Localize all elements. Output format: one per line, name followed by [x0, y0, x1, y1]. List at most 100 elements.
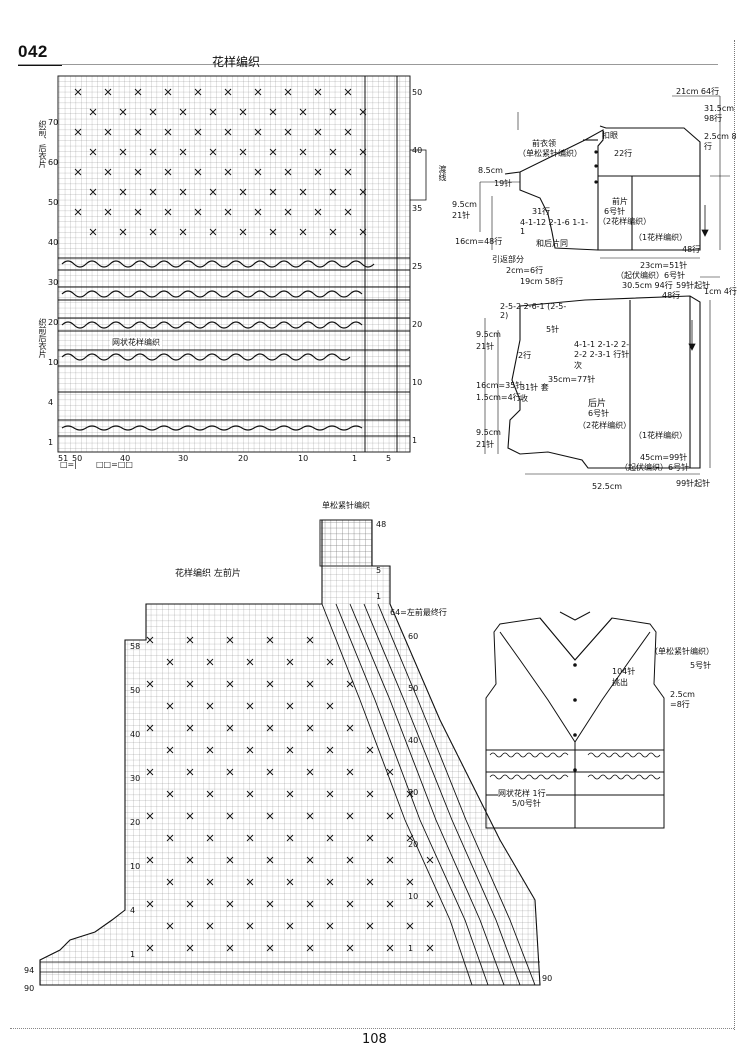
cable-cross-mark [179, 228, 187, 236]
cable-cross-mark [346, 900, 354, 908]
cable-cross-mark [266, 680, 274, 688]
back-rows-48: 48行 [662, 291, 681, 300]
vest-pickup: 104针 挑出 [612, 667, 636, 687]
front-side-decrease: 31行 [532, 207, 551, 216]
cable-cross-mark [246, 702, 254, 710]
cable-cross-mark [166, 702, 174, 710]
back-rows-2: 2行 [518, 351, 532, 360]
col-number: 40 [120, 454, 131, 463]
cable-cross-mark [149, 108, 157, 116]
front-shoulder-d: 21针 [452, 211, 471, 220]
front-side-seq: 4-1-12 2-1-6 1-1-1 [520, 218, 589, 236]
cable-cross-mark [164, 168, 172, 176]
cable-cross-mark [284, 208, 292, 216]
cable-cross-mark [329, 108, 337, 116]
cable-cross-mark [426, 856, 434, 864]
cable-cross-mark [74, 128, 82, 136]
front-hem-rows: 48行 [682, 245, 701, 254]
back-neck-b: 21针 [476, 342, 495, 351]
cable-cross-mark [226, 812, 234, 820]
back-top-len: 2cm=6行 [506, 266, 544, 275]
cable-cross-mark [386, 856, 394, 864]
cable-cross-mark [224, 168, 232, 176]
footer-rule [10, 1028, 734, 1029]
top-chart-title: 花样编织 [212, 55, 261, 69]
cable-cross-mark [299, 148, 307, 156]
cable-cross-mark [326, 790, 334, 798]
cable-cross-mark [104, 168, 112, 176]
cable-cross-mark [246, 922, 254, 930]
cable-cross-mark [246, 746, 254, 754]
cable-cross-mark [74, 168, 82, 176]
cable-cross-mark [179, 188, 187, 196]
cable-cross-mark [314, 88, 322, 96]
cable-cross-mark [226, 724, 234, 732]
cable-cross-mark [306, 768, 314, 776]
cable-cross-mark [104, 208, 112, 216]
top-chart-left-label-a: 织前、后衣片 [38, 120, 47, 168]
col-number: 1 [352, 454, 358, 463]
cable-cross-mark [146, 900, 154, 908]
back-side-seq: 2-5-2 2-6-1 (2-5-2) [500, 302, 567, 320]
back-hem-a: 9.5cm [476, 428, 501, 437]
front-cast-on-count: 59针起针 [676, 281, 711, 290]
back-needle: 6号针 [588, 409, 610, 418]
cable-cross-mark [149, 148, 157, 156]
front-needle: 6号针 [604, 207, 626, 216]
row-number: 20 [412, 320, 423, 329]
back-pattern-a: （2花样编织） [578, 421, 632, 430]
cable-cross-mark [166, 878, 174, 886]
cable-cross-mark [149, 228, 157, 236]
front-edge-note: 和后片同 [536, 239, 568, 248]
cable-cross-mark [89, 108, 97, 116]
cable-cross-mark [314, 208, 322, 216]
cable-cross-mark [269, 188, 277, 196]
cable-cross-mark [226, 900, 234, 908]
front-len-b: 2.5cm 8行 [704, 132, 737, 151]
cable-cross-mark [186, 856, 194, 864]
cable-cross-mark [306, 812, 314, 820]
back-len-total: 19cm 58行 [520, 277, 564, 286]
cable-cross-mark [254, 128, 262, 136]
cable-cross-mark [314, 168, 322, 176]
row-number: 50 [408, 684, 419, 693]
cable-cross-mark [254, 168, 262, 176]
vest-rib-needle: 5号针 [690, 661, 712, 670]
cable-cross-mark [406, 834, 414, 842]
cable-cross-mark [226, 636, 234, 644]
cable-cross-mark [146, 856, 154, 864]
pattern-number-underline [18, 64, 62, 66]
cable-cross-mark [146, 680, 154, 688]
cable-cross-mark [119, 188, 127, 196]
cable-cross-mark [164, 88, 172, 96]
cable-cross-mark [166, 746, 174, 754]
cable-cross-mark [186, 812, 194, 820]
col-number: 10 [298, 454, 309, 463]
cable-cross-mark [359, 228, 367, 236]
back-pattern-b: （1花样编织） [634, 431, 688, 440]
back-bottom-b: 1.5cm=4行 [476, 393, 521, 402]
legend-item-1: □=| [60, 460, 77, 469]
cable-cross-mark [206, 834, 214, 842]
row-number: 10 [130, 862, 141, 871]
front-neck-rows: 21cm 64行 [676, 87, 720, 96]
cable-cross-mark [329, 148, 337, 156]
cable-cross-mark [246, 790, 254, 798]
page-edge [734, 40, 739, 1030]
cable-cross-mark [286, 834, 294, 842]
vest-mesh-needle: 5/0号针 [512, 798, 541, 809]
front-cast-on: （起伏编织）6号针 [616, 271, 686, 280]
cable-cross-mark [194, 168, 202, 176]
front-shoulder-c: 9.5cm [452, 200, 477, 209]
cable-cross-mark [266, 636, 274, 644]
cable-cross-mark [269, 228, 277, 236]
bottom-row-94: 94 [24, 966, 35, 975]
cable-cross-mark [344, 208, 352, 216]
cable-cross-mark [306, 724, 314, 732]
cable-cross-mark [146, 944, 154, 952]
row-number: 10 [408, 892, 419, 901]
cable-cross-mark [326, 878, 334, 886]
cable-cross-mark [206, 746, 214, 754]
cable-cross-mark [206, 790, 214, 798]
row-number: 50 [130, 686, 141, 695]
